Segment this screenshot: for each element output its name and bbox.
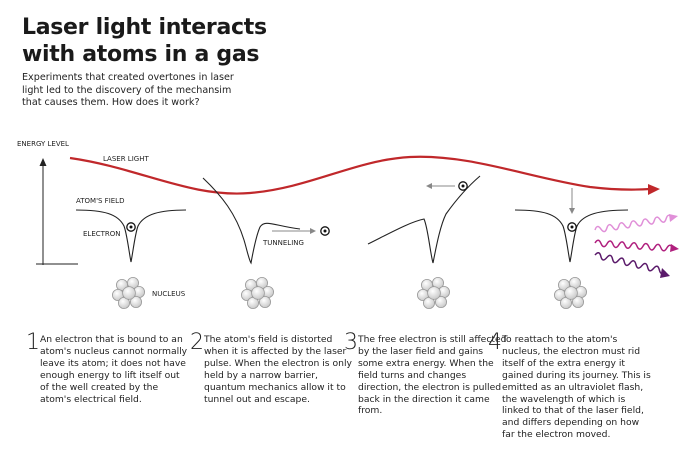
- step-text: The free electron is still affected by t…: [358, 334, 507, 417]
- energy-level-label: ENERGY LEVEL: [17, 140, 69, 148]
- panel-4-flash: [514, 188, 679, 310]
- panel-2-tunneling: TUNNELING: [202, 177, 330, 310]
- nucleus-icon: [112, 276, 146, 310]
- title-line-1: Laser light interacts: [22, 15, 267, 40]
- electron-icon: [126, 222, 136, 232]
- energy-axis: ENERGY LEVEL: [17, 140, 78, 265]
- nucleus-label: NUCLEUS: [152, 290, 186, 298]
- electron-icon: [458, 181, 468, 191]
- nucleus-icon: [240, 276, 275, 310]
- step-number: 3: [344, 330, 358, 355]
- step-number: 4: [488, 330, 502, 355]
- step-text: The atom's field is distorted when it is…: [204, 334, 352, 405]
- atoms-field-label: ATOM'S FIELD: [76, 197, 124, 205]
- panel-1-well: ATOM'S FIELD ELECTRON NUCLEUS: [75, 197, 187, 310]
- panel-3-return: [367, 175, 481, 310]
- uv-flash-waves: [594, 214, 679, 278]
- step-text: An electron that is bound to an atom's n…: [40, 334, 188, 405]
- laser-atom-diagram: ENERGY LEVEL LASER LIGHT ATOM'S FIELD EL…: [17, 140, 679, 310]
- nucleus-icon: [416, 276, 451, 310]
- tunneling-label: TUNNELING: [262, 239, 304, 247]
- step-number: 1: [26, 330, 40, 355]
- laser-light-label: LASER LIGHT: [103, 155, 149, 163]
- laser-wave: LASER LIGHT: [69, 155, 660, 195]
- electron-icon: [567, 222, 577, 232]
- subtitle: Experiments that created overtones in la…: [22, 72, 234, 108]
- electron-label: ELECTRON: [83, 230, 121, 238]
- step-number: 2: [190, 330, 204, 355]
- step-text: To reattach to the atom's nucleus, the e…: [502, 334, 651, 441]
- title-line-2: with atoms in a gas: [22, 42, 260, 67]
- nucleus-icon: [554, 276, 587, 310]
- page-title: Laser light interacts with atoms in a ga…: [22, 14, 267, 68]
- electron-icon: [320, 226, 330, 236]
